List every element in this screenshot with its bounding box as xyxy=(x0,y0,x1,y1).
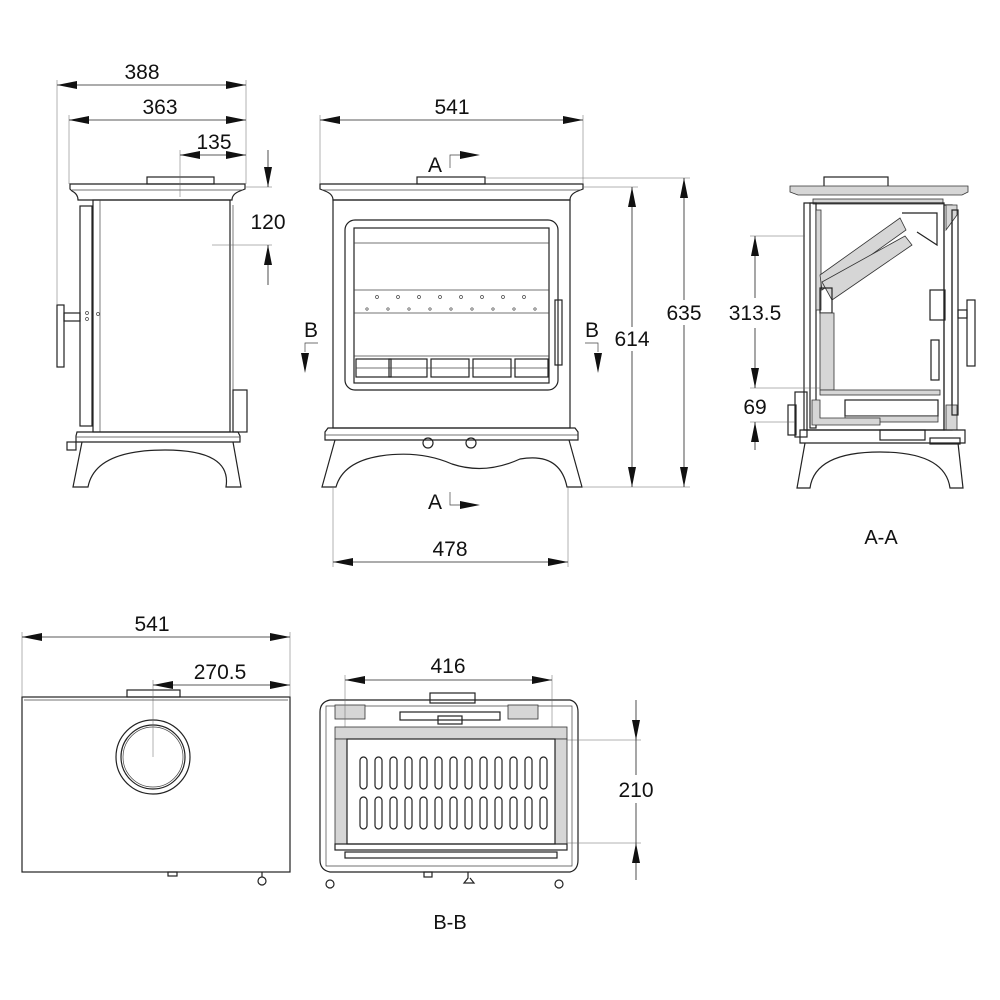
dim-69: 69 xyxy=(743,396,766,419)
grate-bars xyxy=(354,355,549,378)
section-marker-b-left: B xyxy=(304,319,318,342)
door-handle xyxy=(554,299,563,366)
grate-slots xyxy=(359,756,548,830)
section-a-a xyxy=(787,176,976,489)
side-view xyxy=(56,176,248,488)
section-b-b-label: B-B xyxy=(433,912,466,934)
side-view-dimensions: 388 363 135 120 xyxy=(56,61,286,305)
section-marker-a-bottom: A xyxy=(428,491,442,514)
top-view xyxy=(21,689,291,886)
dim-614: 614 xyxy=(614,328,649,351)
top-view-dimensions: 541 270.5 xyxy=(21,613,291,757)
dim-363: 363 xyxy=(142,96,177,119)
dim-635: 635 xyxy=(666,302,701,325)
section-marker-b-right: B xyxy=(585,319,599,342)
section-b-b-dimensions: 416 210 B-B xyxy=(344,655,654,934)
dim-210: 210 xyxy=(618,779,653,802)
dim-270-5: 270.5 xyxy=(194,661,247,684)
section-marker-a-top: A xyxy=(428,154,442,177)
dim-541-top: 541 xyxy=(134,613,169,636)
dim-541-front: 541 xyxy=(434,96,469,119)
dim-120: 120 xyxy=(250,211,285,234)
section-a-a-label: A-A xyxy=(864,527,898,549)
dim-388: 388 xyxy=(124,61,159,84)
front-view-dimensions: 541 478 614 635 A A B B xyxy=(301,96,702,567)
section-a-a-dimensions: 313.5 69 A-A xyxy=(729,235,898,549)
dim-313-5: 313.5 xyxy=(729,302,782,325)
section-b-b xyxy=(319,692,579,889)
front-view xyxy=(319,176,584,488)
dim-416: 416 xyxy=(430,655,465,678)
dim-478: 478 xyxy=(432,538,467,561)
air-holes xyxy=(365,295,537,311)
dim-135: 135 xyxy=(196,131,231,154)
